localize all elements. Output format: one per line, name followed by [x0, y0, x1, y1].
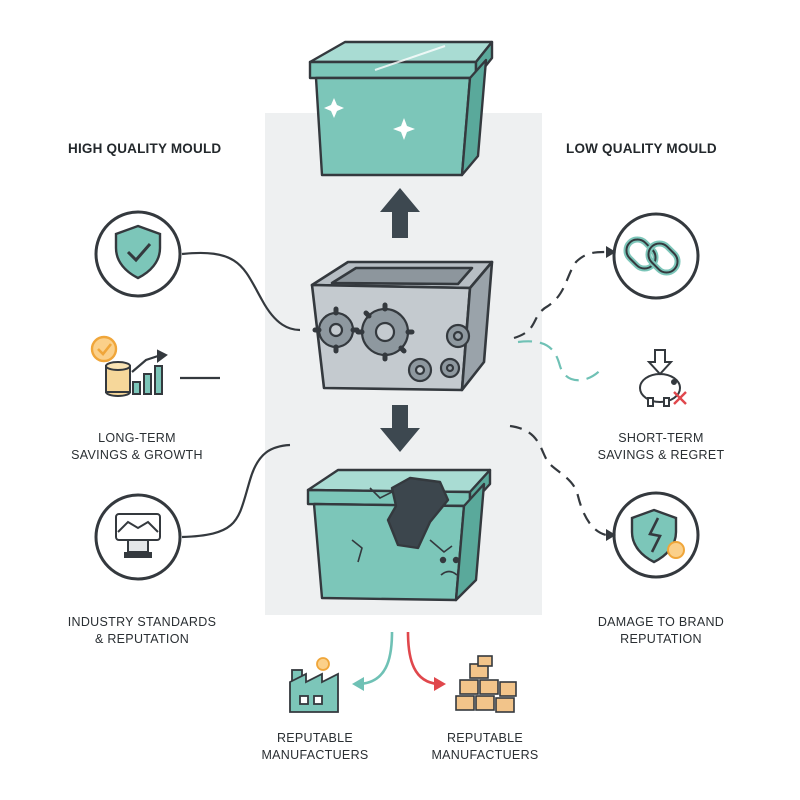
- shield-check-icon: [94, 210, 182, 298]
- mould-machine-icon: [310, 260, 494, 392]
- up-arrow-icon: [380, 188, 420, 238]
- heading-low-quality: LOW QUALITY MOULD: [566, 141, 717, 156]
- caption-line: MANUFACTUERS: [431, 748, 539, 762]
- caption-line: MANUFACTUERS: [261, 748, 369, 762]
- caption-line: REPUTATION: [620, 632, 702, 646]
- caption-long-term: LONG-TERM SAVINGS & GROWTH: [58, 430, 216, 464]
- factory-icon: [289, 657, 339, 713]
- down-arrow-icon: [380, 405, 420, 452]
- connector-left-bottom: [181, 443, 291, 539]
- cardboard-boxes-icon: [455, 655, 517, 713]
- caption-line: REPUTABLE: [446, 731, 524, 745]
- heading-high-quality: HIGH QUALITY MOULD: [68, 141, 222, 156]
- caption-line: INDUSTRY STANDARDS: [67, 615, 217, 629]
- coins-growth-chart-icon: [90, 335, 168, 397]
- arrow-to-factory: [359, 631, 394, 686]
- caption-line: DAMAGE TO BRAND: [597, 615, 725, 629]
- caption-short-term: SHORT-TERM SAVINGS & REGRET: [582, 430, 740, 464]
- arrow-to-boxes: [406, 631, 439, 686]
- caption-manufacturers-left: REPUTABLE MANUFACTUERS: [250, 730, 380, 764]
- intact-container-icon: [308, 40, 494, 177]
- caption-line: & REPUTATION: [94, 632, 190, 646]
- caption-manufacturers-right: REPUTABLE MANUFACTUERS: [420, 730, 550, 764]
- connector-right-mid: [517, 340, 605, 382]
- caption-line: SAVINGS & REGRET: [597, 448, 725, 462]
- connector-right-bottom: [509, 424, 607, 537]
- caption-line: SHORT-TERM: [618, 431, 704, 445]
- connector-right-top: [513, 250, 607, 340]
- caption-industry-standards: INDUSTRY STANDARDS & REPUTATION: [58, 614, 226, 648]
- caption-brand-damage: DAMAGE TO BRAND REPUTATION: [582, 614, 740, 648]
- caption-line: SAVINGS & GROWTH: [71, 448, 203, 462]
- connector-left-top: [181, 251, 301, 332]
- caption-line: REPUTABLE: [276, 731, 354, 745]
- broken-shield-icon: [612, 491, 700, 579]
- handshake-trophy-icon: [94, 493, 182, 581]
- caption-line: LONG-TERM: [98, 431, 176, 445]
- piggy-bank-down-icon: [639, 349, 687, 407]
- broken-chain-link-icon: [612, 212, 700, 300]
- cracked-container-icon: [306, 468, 492, 602]
